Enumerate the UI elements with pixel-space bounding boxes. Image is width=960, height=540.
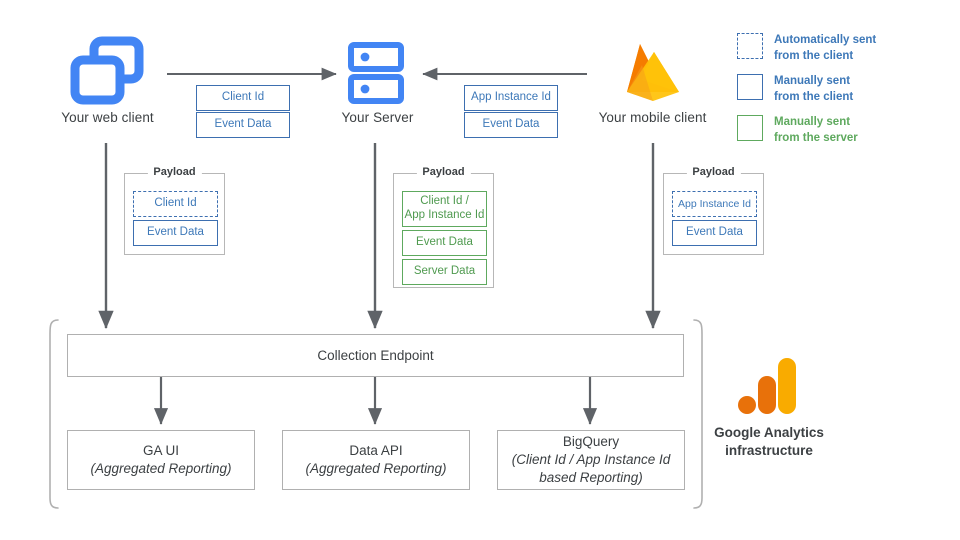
legend-swatch-dashed-blue [737, 33, 763, 59]
legend-text-manual-client: Manually sent from the client [774, 74, 853, 106]
output-data-api-title: Data API [349, 443, 403, 459]
transfer-chip-event-data: Event Data [196, 112, 290, 138]
payload-web-chip-event-data: Event Data [133, 220, 218, 246]
legend-manual-server-line1: Manually sent [774, 116, 851, 128]
legend-text-automatic-client: Automatically sent from the client [774, 33, 876, 65]
legend-manual-client-line2: from the client [774, 90, 854, 103]
collection-endpoint-label: Collection Endpoint [317, 347, 434, 363]
transfer-chip-app-instance-id: App Instance Id [464, 85, 558, 111]
output-bigquery-title: BigQuery [562, 434, 620, 450]
legend-swatch-solid-blue [737, 74, 763, 100]
ga-infrastructure-caption: Google Analytics infrastructure [690, 424, 848, 459]
mobile-client-label: Your mobile client [598, 110, 707, 125]
output-ga-ui-title: GA UI [142, 443, 179, 459]
collection-endpoint-box: Collection Endpoint [67, 334, 684, 377]
payload-server: Payload Client Id / App Instance Id Even… [393, 166, 494, 288]
legend-item-manual-client: Manually sent from the client [737, 74, 853, 106]
legend-manual-client-line1: Manually sent [774, 75, 851, 87]
legend-item-automatic-client: Automatically sent from the client [737, 33, 876, 65]
payload-server-chip-ids: Client Id / App Instance Id [402, 191, 487, 227]
payload-web-title: Payload [147, 166, 202, 178]
legend-manual-server-line2: from the server [774, 131, 858, 144]
payload-mobile-title: Payload [686, 166, 741, 178]
output-box-ga-ui: GA UI (Aggregated Reporting) [67, 430, 255, 490]
windows-icon [70, 36, 144, 105]
payload-mobile: Payload App Instance Id Event Data [663, 166, 764, 255]
legend-item-manual-server: Manually sent from the server [737, 115, 858, 147]
payload-web: Payload Client Id Event Data [124, 166, 225, 255]
transfer-chip-event-data-mobile: Event Data [464, 112, 558, 138]
ga-caption-line2: infrastructure [725, 442, 813, 458]
legend-swatch-solid-green [737, 115, 763, 141]
server-rack-icon [348, 42, 404, 105]
server-label: Your Server [341, 110, 414, 125]
payload-server-title: Payload [416, 166, 471, 178]
payload-mobile-chip-app-instance-id: App Instance Id [672, 191, 757, 217]
google-analytics-icon [738, 356, 800, 418]
payload-web-chip-client-id: Client Id [133, 191, 218, 217]
infrastructure-bracket-left [49, 319, 59, 509]
output-ga-ui-subtitle: (Aggregated Reporting) [90, 461, 232, 476]
firebase-icon [618, 38, 688, 106]
output-box-bigquery: BigQuery (Client Id / App Instance Id ba… [497, 430, 685, 490]
payload-mobile-chip-event-data: Event Data [672, 220, 757, 246]
output-bigquery-subtitle-line2: based Reporting) [539, 469, 643, 485]
legend-automatic-client-line2: from the client [774, 49, 854, 62]
output-data-api-subtitle: (Aggregated Reporting) [305, 461, 447, 476]
payload-server-chip-ids-line1: Client Id / [420, 195, 469, 208]
payload-server-chip-event-data: Event Data [402, 230, 487, 256]
infrastructure-bracket-right [693, 319, 703, 509]
web-client-label: Your web client [61, 110, 154, 125]
transfer-chip-client-id: Client Id [196, 85, 290, 111]
payload-server-chip-ids-line2: App Instance Id [404, 209, 485, 221]
legend-text-manual-server: Manually sent from the server [774, 115, 858, 147]
output-box-data-api: Data API (Aggregated Reporting) [282, 430, 470, 490]
legend-automatic-client-line1: Automatically sent [774, 34, 877, 46]
output-bigquery-subtitle-line1: (Client Id / App Instance Id [511, 452, 671, 468]
payload-server-chip-server-data: Server Data [402, 259, 487, 285]
ga-caption-line1: Google Analytics [714, 425, 824, 440]
